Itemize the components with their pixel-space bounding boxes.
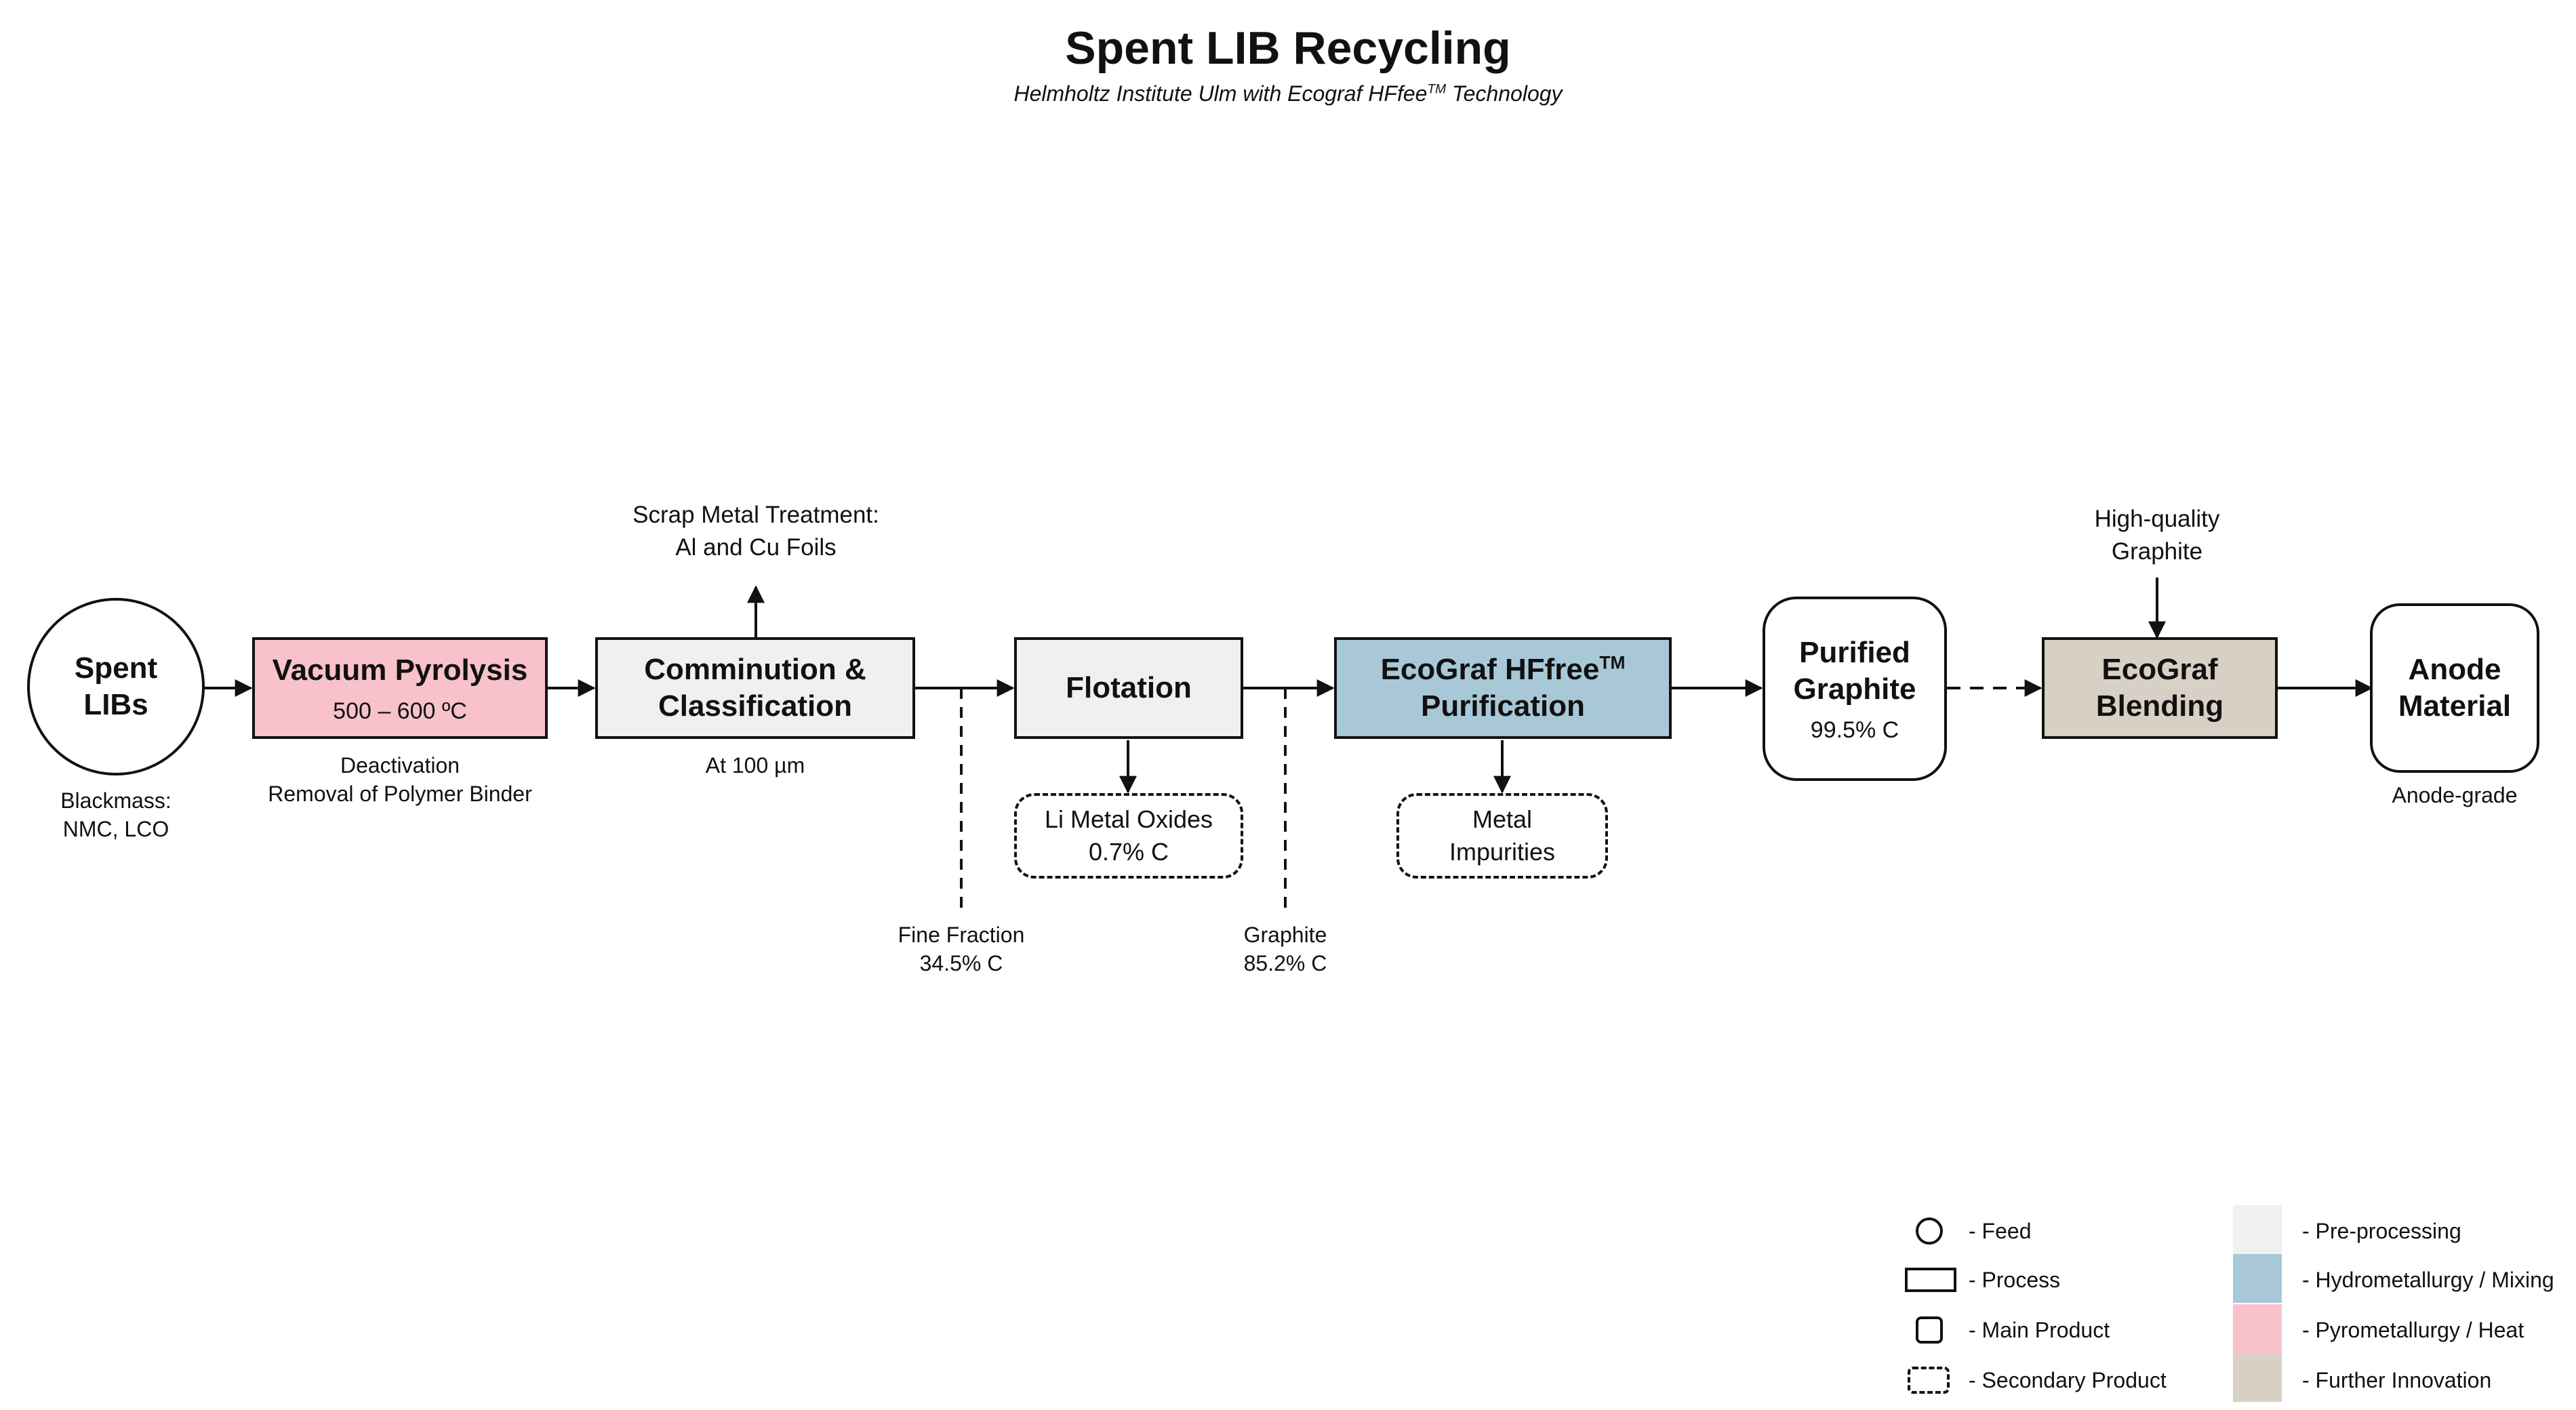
swatch-pyrometallurgy (2233, 1304, 2282, 1353)
subtitle-text: Helmholtz Institute Ulm with Ecograf HFf… (1013, 81, 1428, 106)
page-subtitle: Helmholtz Institute Ulm with Ecograf HFf… (0, 81, 2576, 106)
metal-impurities-line-1: Metal (1472, 805, 1533, 833)
circle-icon (1916, 1217, 1943, 1245)
scrap-metal-output: Scrap Metal Treatment: Al and Cu Foils (569, 499, 942, 564)
feed-note-line-2: NMC, LCO (62, 817, 169, 841)
legend-feed: - Feed (1969, 1219, 2032, 1243)
graphite-stream-line-1: Graphite (1243, 923, 1327, 947)
subtitle-text-end: Technology (1446, 81, 1563, 106)
metal-impurities-line-2: Impurities (1449, 838, 1556, 866)
feed-spent-libs: Spent LIBs (27, 598, 205, 776)
product-purified-graphite: Purified Graphite 99.5% C (1763, 597, 1947, 781)
swatch-further-innovation (2233, 1353, 2282, 1402)
dashed-square-icon (1908, 1367, 1950, 1394)
rectangle-icon (1905, 1268, 1956, 1292)
legend-pyrometallurgy: - Pyrometallurgy / Heat (2302, 1318, 2524, 1342)
feed-label-2: LIBs (83, 688, 148, 721)
blending-label-1: EcoGraf (2101, 653, 2218, 686)
feed-note: Blackmass: NMC, LCO (14, 786, 218, 843)
pyrolysis-label: Vacuum Pyrolysis (272, 653, 528, 687)
anode-note: Anode-grade (2392, 783, 2518, 807)
graphite-stream-line-2: 85.2% C (1243, 951, 1327, 975)
fine-fraction-line-1: Fine Fraction (898, 923, 1025, 947)
legend-secondary-product: - Secondary Product (1969, 1368, 2167, 1392)
process-flotation: Flotation (1014, 637, 1243, 739)
feed-label-1: Spent (74, 651, 158, 685)
comminution-label-1: Comminution & (644, 653, 866, 686)
secondary-metal-impurities: Metal Impurities (1396, 793, 1608, 879)
anode-label-1: Anode (2408, 653, 2501, 686)
pyrolysis-note: Deactivation Removal of Polymer Binder (230, 751, 569, 808)
swatch-hydrometallurgy (2233, 1254, 2282, 1303)
li-oxides-carbon: 0.7% C (1088, 838, 1169, 866)
input-line-1: High-quality (2094, 506, 2220, 532)
high-quality-graphite-input: High-quality Graphite (2055, 503, 2259, 568)
process-ecograf-blending: EcoGraf Blending (2042, 637, 2278, 739)
legend-main-product: - Main Product (1969, 1318, 2110, 1342)
process-comminution-classification: Comminution & Classification (595, 637, 915, 739)
secondary-li-metal-oxides: Li Metal Oxides 0.7% C (1014, 793, 1243, 879)
rounded-square-icon (1916, 1316, 1943, 1344)
fine-fraction-label: Fine Fraction 34.5% C (860, 921, 1063, 978)
purified-label-2: Graphite (1793, 672, 1916, 706)
pyrolysis-note-line-1: Deactivation (340, 753, 460, 778)
swatch-pre-processing (2233, 1205, 2282, 1254)
fine-fraction-line-2: 34.5% C (919, 951, 1003, 975)
purified-carbon: 99.5% C (1810, 717, 1899, 743)
legend-hydrometallurgy: - Hydrometallurgy / Mixing (2302, 1268, 2554, 1292)
process-ecograf-hffree-purification: EcoGraf HFfreeTM Purification (1334, 637, 1672, 739)
scrap-line-2: Al and Cu Foils (675, 534, 837, 561)
pyrolysis-note-line-2: Removal of Polymer Binder (268, 782, 532, 806)
product-anode-material: Anode Material (2370, 603, 2539, 773)
process-vacuum-pyrolysis: Vacuum Pyrolysis 500 – 600 ºC (252, 637, 548, 739)
anode-label-2: Material (2398, 689, 2512, 723)
subtitle-trademark: TM (1427, 82, 1447, 97)
purified-label-1: Purified (1799, 635, 1910, 669)
input-line-2: Graphite (2111, 538, 2203, 565)
pyrolysis-temperature: 500 – 600 ºC (333, 698, 467, 724)
blending-label-2: Blending (2095, 689, 2224, 723)
comminution-note: At 100 µm (705, 753, 805, 778)
scrap-line-1: Scrap Metal Treatment: (632, 502, 879, 528)
legend-further-innovation: - Further Innovation (2302, 1368, 2492, 1392)
hffree-name: EcoGraf HFfree (1380, 653, 1600, 686)
flotation-label: Flotation (1066, 671, 1192, 704)
hffree-label-2: Purification (1420, 689, 1586, 723)
li-oxides-label: Li Metal Oxides (1044, 805, 1213, 833)
hffree-label-1: EcoGraf HFfreeTM (1381, 651, 1626, 688)
legend-process: - Process (1969, 1268, 2061, 1292)
feed-note-line-1: Blackmass: (60, 788, 172, 813)
comminution-label-2: Classification (658, 689, 853, 723)
legend-pre-processing: - Pre-processing (2302, 1219, 2461, 1243)
hffree-trademark: TM (1599, 652, 1626, 673)
graphite-stream-label: Graphite 85.2% C (1184, 921, 1387, 978)
page-title: Spent LIB Recycling (1065, 22, 1511, 74)
